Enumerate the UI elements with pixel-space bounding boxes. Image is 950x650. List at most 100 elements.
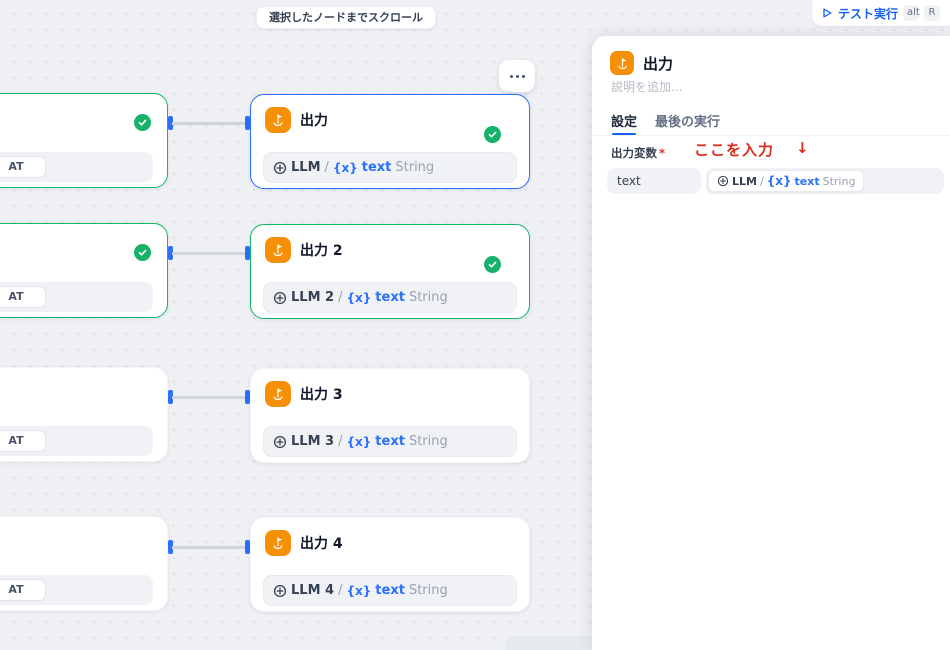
workflow-row-2: AT 出力 2 LLM 2 / {x} text [0,223,592,320]
edge-source-handle[interactable] [168,540,173,554]
end-node-flag-icon [265,530,291,556]
variable-name: text [375,434,405,449]
annotation-enter-here: ここを入力 [694,141,775,159]
source-node-variable-pill: AT [0,575,153,605]
node-title: 出力 2 [300,243,343,259]
variable-chip-partial[interactable]: AT [0,286,46,308]
variable-source-icon [273,291,287,304]
variable-chip-partial[interactable]: AT [0,156,46,178]
end-node-flag-icon [265,381,291,407]
variable-type: String [408,583,448,598]
node-title: 出力 3 [300,387,343,403]
tab-last-run[interactable]: 最後の実行 [655,115,721,130]
source-node-label: LLM [291,160,321,175]
tab-settings[interactable]: 設定 [611,106,637,135]
path-divider: / [324,160,329,175]
variable-braces-icon: {x} [346,434,372,449]
edge-line [172,546,246,549]
output-variable-chip[interactable]: LLM 3 / {x} text String [263,426,517,457]
variable-value-chip[interactable]: LLM / {x} text String [708,170,865,192]
edge-target-handle[interactable] [245,390,250,404]
variable-source-icon [273,435,287,448]
scroll-to-selected-node-button[interactable]: 選択したノードまでスクロール [256,6,436,29]
success-check-icon [484,126,501,143]
path-divider: / [759,174,764,188]
success-check-icon [134,114,151,131]
source-node-variable-pill: AT [0,282,153,312]
source-node-label: LLM [732,174,757,188]
variable-name-input[interactable] [607,168,701,194]
path-divider: / [338,583,343,598]
node-header: 出力 2 [265,237,515,273]
source-node-variable-pill: AT [0,426,153,456]
node-title: 出力 [300,113,328,129]
canvas-toolbar-partial[interactable] [505,636,593,650]
source-node-label: LLM 2 [291,290,335,305]
source-node-variable-pill: AT [0,152,153,182]
variable-source-icon [273,584,287,597]
source-node-4-partial[interactable]: AT [0,516,168,611]
edge-connector [168,116,250,130]
variable-source-icon [717,175,729,187]
variable-type: String [408,434,448,449]
path-divider: / [338,290,343,305]
variable-value-field[interactable]: LLM / {x} text String [706,168,944,194]
output-variables-label: 出力変数* [611,145,665,161]
variable-source-icon [273,161,287,174]
output-node-4[interactable]: 出力 4 LLM 4 / {x} text String [250,517,530,612]
test-run-button[interactable]: テスト実行 [821,5,898,22]
edge-connector [168,540,250,554]
edge-source-handle[interactable] [168,116,173,130]
edge-target-handle[interactable] [245,246,250,260]
panel-tabs: 設定 最後の実行 [592,106,950,136]
variable-name: text [375,583,405,598]
node-description-input[interactable] [611,80,911,94]
workflow-row-1: AT 出力 LLM / {x} text [0,93,592,190]
node-header: 出力 [265,107,515,143]
variable-chip-partial[interactable]: AT [0,430,46,452]
edge-source-handle[interactable] [168,246,173,260]
annotation-down-arrow: ↓ [796,139,809,157]
variable-braces-icon: {x} [332,160,358,175]
variable-braces-icon: {x} [766,174,792,188]
output-variable-chip[interactable]: LLM 2 / {x} text String [263,282,517,313]
variable-type: String [822,174,856,188]
edge-target-handle[interactable] [245,540,250,554]
edge-connector [168,246,250,260]
variable-name: text [361,160,392,175]
end-node-flag-icon [265,107,291,133]
shortcut-key-r: R [924,5,941,21]
source-node-1-partial[interactable]: AT [0,93,168,188]
path-divider: / [338,434,343,449]
success-check-icon [484,256,501,273]
ellipsis-icon [515,74,519,78]
ellipsis-icon [521,74,525,78]
output-node-3[interactable]: 出力 3 LLM 3 / {x} text String [250,368,530,463]
node-header: 出力 4 [265,530,515,556]
node-header: 出力 3 [265,381,515,407]
edge-target-handle[interactable] [245,116,250,130]
node-title: 出力 4 [300,536,343,552]
output-variable-chip[interactable]: LLM / {x} text String [263,152,517,183]
variable-chip-partial[interactable]: AT [0,579,46,601]
edge-source-handle[interactable] [168,390,173,404]
success-check-icon [134,244,151,261]
edge-line [172,396,246,399]
output-node-1[interactable]: 出力 LLM / {x} text String [250,94,530,189]
source-node-label: LLM 4 [291,583,335,598]
edge-line [172,252,246,255]
node-context-menu-button[interactable] [499,60,535,92]
source-node-2-partial[interactable]: AT [0,223,168,318]
source-node-3-partial[interactable]: AT [0,367,168,462]
workflow-row-3: AT 出力 3 LLM 3 / {x} text String [0,367,592,464]
variable-name: text [375,290,405,305]
test-run-label: テスト実行 [838,6,899,21]
output-variables-label-text: 出力変数 [611,146,657,160]
output-variable-chip[interactable]: LLM 4 / {x} text String [263,575,517,606]
variable-type: String [395,160,435,175]
variable-braces-icon: {x} [346,583,372,598]
variable-name: text [794,174,820,188]
output-node-2[interactable]: 出力 2 LLM 2 / {x} text String [250,224,530,319]
edge-connector [168,390,250,404]
